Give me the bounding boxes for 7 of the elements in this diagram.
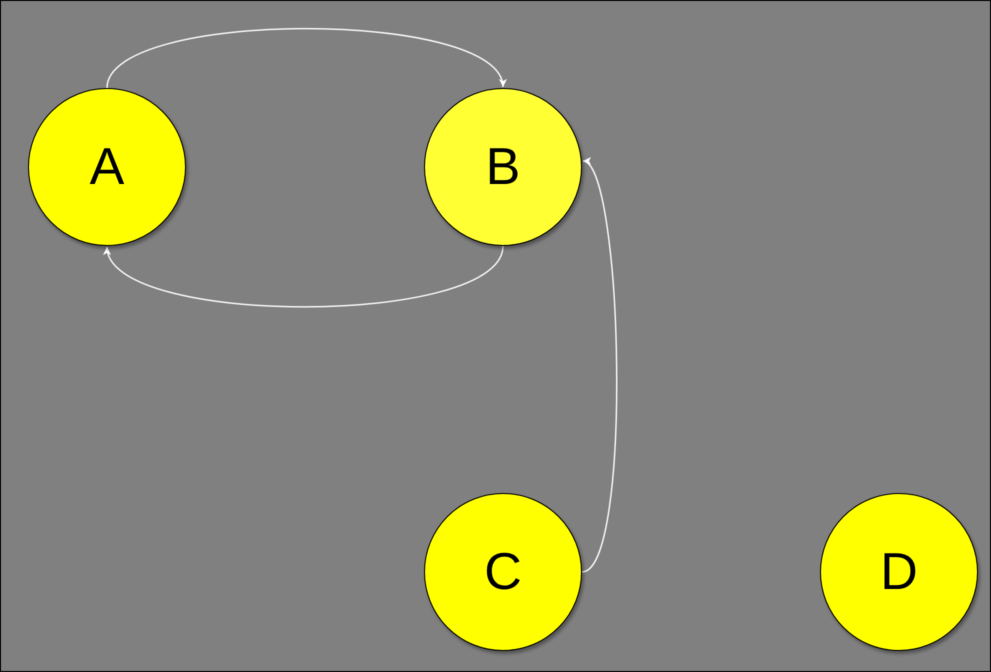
arrow <box>106 246 504 308</box>
node-label: C <box>484 546 522 598</box>
arrow <box>106 28 504 88</box>
node-label: A <box>90 141 124 193</box>
node-label: D <box>880 546 918 598</box>
node-label: B <box>486 141 520 193</box>
arrow <box>582 160 618 573</box>
